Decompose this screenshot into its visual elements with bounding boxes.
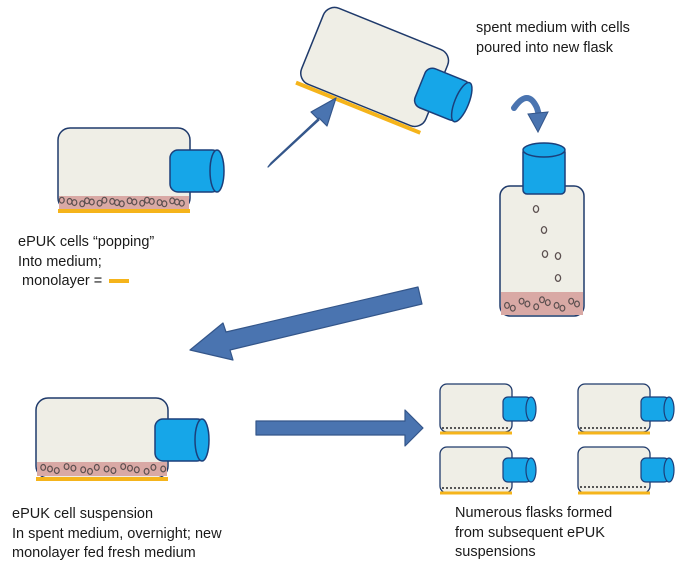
small-flask-3 xyxy=(439,446,537,495)
cap xyxy=(413,67,473,123)
cell xyxy=(160,465,167,473)
cell xyxy=(110,467,117,475)
cell xyxy=(133,466,140,474)
cell xyxy=(80,466,87,474)
cell xyxy=(161,200,168,208)
cell xyxy=(178,199,185,207)
cell xyxy=(524,300,531,308)
arrow-down-left xyxy=(189,286,423,361)
cell xyxy=(533,303,540,311)
cell xyxy=(509,304,516,312)
cell xyxy=(573,300,580,308)
cell xyxy=(568,297,575,305)
cell xyxy=(150,463,157,471)
cell xyxy=(79,200,86,208)
cell xyxy=(63,463,70,471)
cells-layer xyxy=(40,463,167,475)
small-flask-1 xyxy=(439,383,537,435)
cap xyxy=(169,149,225,193)
flask-upright xyxy=(499,142,585,317)
flask-popping xyxy=(57,127,225,213)
monolayer-label: monolayer = xyxy=(18,273,107,289)
cell xyxy=(93,463,100,471)
cell xyxy=(88,198,95,206)
cell xyxy=(118,200,125,208)
cell xyxy=(538,296,545,304)
cell xyxy=(86,467,93,475)
cell xyxy=(143,467,150,475)
numerous-flasks-label: Numerous flasks formed from subsequent e… xyxy=(455,505,613,560)
cell xyxy=(553,301,560,309)
cell xyxy=(101,196,108,204)
cap xyxy=(522,142,566,195)
arrow-up-right xyxy=(267,97,337,168)
cap xyxy=(154,418,210,462)
cell xyxy=(126,464,133,472)
cell xyxy=(148,197,155,205)
cell xyxy=(518,297,525,305)
flask-tilted xyxy=(295,6,473,135)
cell xyxy=(559,304,566,312)
popping-label: ePUK cells “popping” Into medium; monola… xyxy=(18,234,155,289)
cell xyxy=(70,464,77,472)
spent-medium-label: spent medium with cells poured into new … xyxy=(476,20,630,56)
suspension-label: ePUK cell suspension In spent medium, ov… xyxy=(12,506,222,561)
cell xyxy=(544,299,551,307)
falling-cells xyxy=(532,204,562,283)
cell xyxy=(53,467,60,475)
cells-layer xyxy=(504,296,580,312)
cell xyxy=(58,196,65,204)
cell xyxy=(504,301,511,309)
arrow-right xyxy=(255,409,424,447)
cell xyxy=(71,199,78,207)
small-flask-2 xyxy=(577,383,675,435)
monolayer-legend-swatch xyxy=(109,279,130,284)
cell xyxy=(96,199,103,207)
cell xyxy=(103,465,110,473)
cell xyxy=(40,463,47,471)
cell xyxy=(139,199,146,207)
small-flask-4 xyxy=(577,446,675,495)
curved-arrow-icon xyxy=(511,95,549,134)
cell xyxy=(120,463,127,471)
cell xyxy=(46,465,53,473)
flask-suspension xyxy=(35,397,210,481)
cells-layer xyxy=(58,196,185,208)
cell xyxy=(131,198,138,206)
